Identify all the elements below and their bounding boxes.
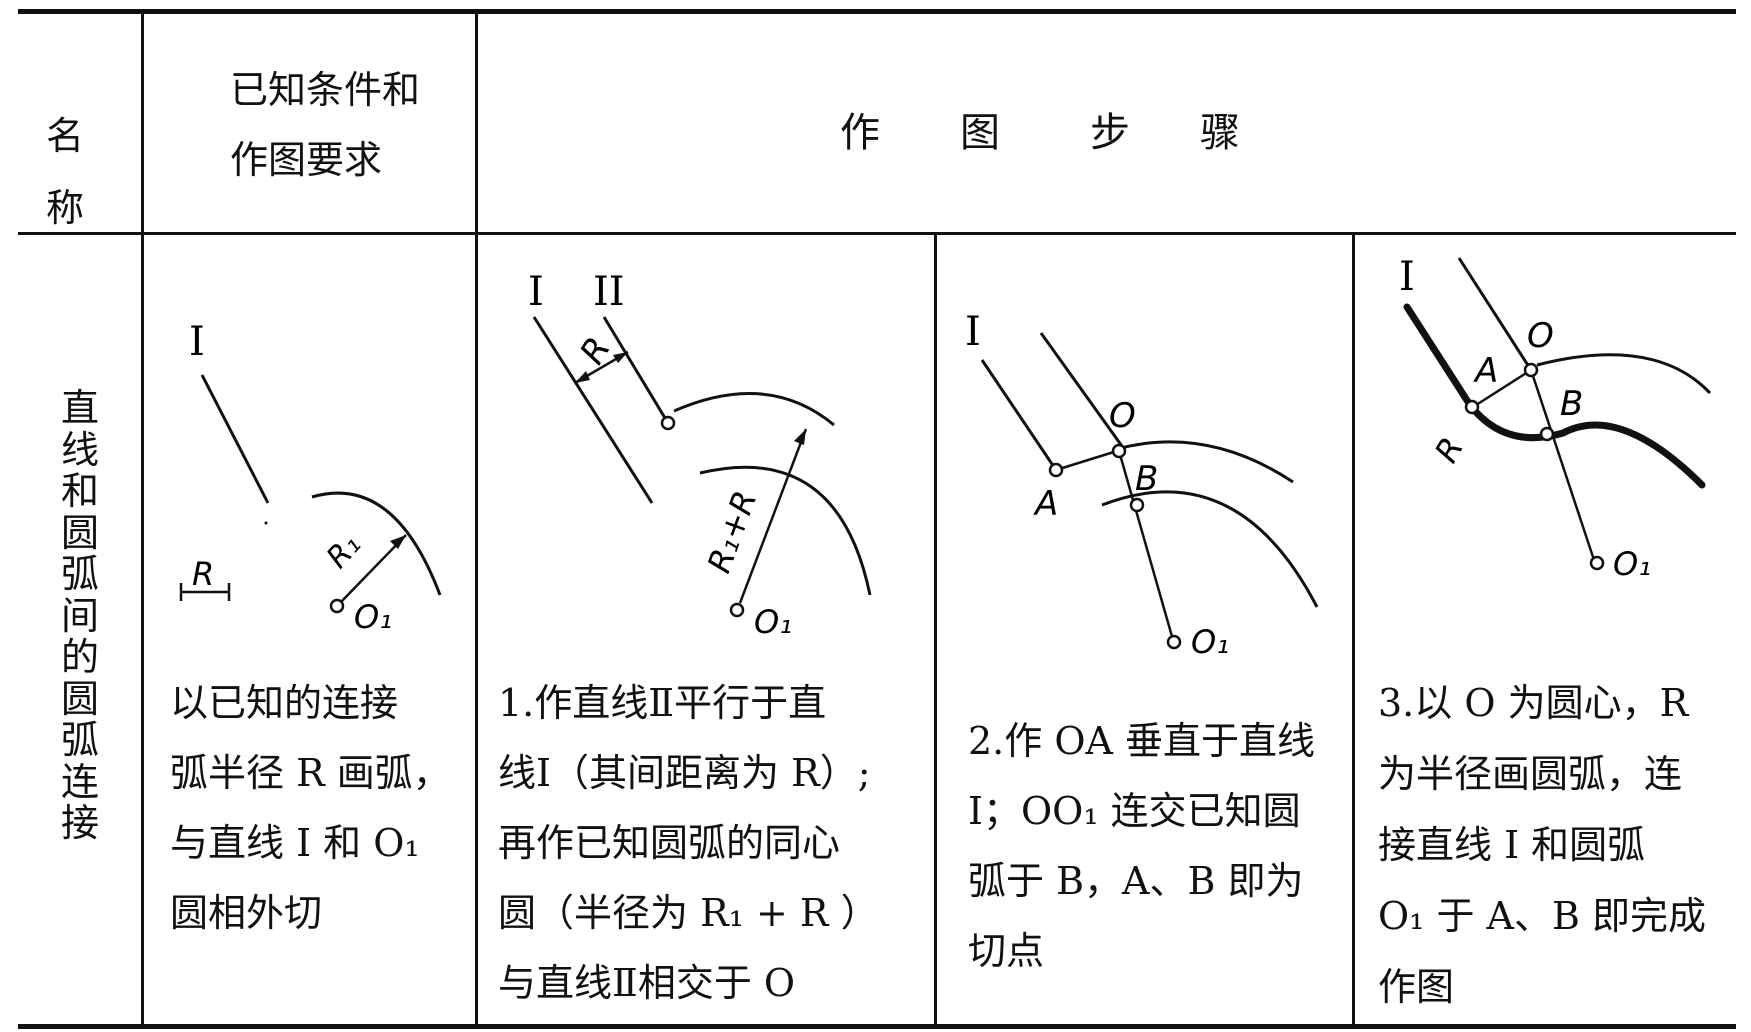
known-radius-line [339,534,407,604]
known-line [200,374,270,504]
table-bottom-rule [18,1024,1736,1029]
step2-point-b [1129,497,1145,513]
step2-text: 2.作 OA 垂直于直线 Ⅰ；OO₁ 连交已知圆 弧于 B，A、B 即为 切点 [968,719,1316,973]
step2-oo1-line [1117,450,1175,641]
known-line-label: I [189,319,205,365]
step3-point-b [1539,426,1555,442]
step3-point-o-label: O [1527,316,1554,356]
step2-point-b-label: B [1135,459,1158,499]
step1-radius-line [738,428,808,604]
step1-line-2 [602,316,670,424]
step3-connected-path [1403,303,1706,489]
step3-point-a [1464,399,1480,415]
step3-figure: I O A B R O₁ [1399,254,1712,583]
step1-offset-label: R [572,330,618,371]
step1-outer-arc [673,391,835,427]
step3-parallel-line [1457,257,1533,371]
step2-point-o [1111,443,1127,459]
header-steps-char-1: 作 [840,110,880,156]
step3-point-o [1523,362,1539,378]
step1-line2-label: II [593,269,625,315]
known-arc [311,491,442,596]
step3-outer-arc [1536,353,1712,395]
step3-point-b-label: B [1560,384,1583,424]
known-figure: I R₁ O₁ R [179,319,442,636]
step3-point-a-label: A [1473,351,1498,391]
step3-radius-label: R [1427,431,1471,469]
step1-inner-arc [699,465,872,596]
col-divider-4 [1352,233,1355,1026]
known-arc-radius-label: R₁ [320,528,368,576]
known-radius-label: R [192,555,214,593]
header-name: 名 称 [45,114,84,230]
known-conditions-text: 以已知的连接 弧半径 R 画弧， 与直线 I 和 O₁ 圆相外切 [170,681,451,935]
col-divider-3 [934,233,937,1026]
header-steps-char-4: 骤 [1200,110,1240,156]
step3-center-label: O₁ [1613,545,1651,583]
step1-center-label: O₁ [754,603,792,641]
header-bottom-rule [18,232,1736,235]
step2-figure: I O A B O₁ [965,309,1319,661]
step1-line-1 [532,316,654,504]
step2-point-a-label: A [1033,484,1058,524]
header-steps: 作 图 步 骤 [840,100,1240,156]
step2-outer-arc [1116,440,1294,484]
header-known-conditions: 已知条件和 作图要求 [230,68,421,182]
step2-center-point [1166,634,1182,650]
step1-center-point [729,602,745,618]
step2-center-label: O₁ [1191,623,1229,661]
header-steps-char-2: 图 [960,110,1000,156]
step3-line-label: I [1399,254,1415,300]
step3-radius-line [1472,368,1532,409]
step2-point-a [1048,462,1064,478]
col-divider-2 [475,12,478,1026]
known-center-label: O₁ [354,598,392,636]
step3-text: 3.以 O 为圆心，R 为半径画圆弧，连 接直线 I 和圆弧 O₁ 于 A、B … [1378,681,1706,1009]
step2-inner-arc [1101,490,1319,608]
known-center-point [329,598,345,614]
step2-oa-line [1055,449,1118,472]
row-name: 直 线 和 圆 弧 间 的 圆 弧 连 接 [60,386,99,845]
step2-point-o-label: O [1109,396,1136,436]
table-top-rule [18,9,1736,14]
step1-line1-label: I [528,269,544,315]
step3-center-point [1589,555,1605,571]
step1-figure: I II R R₁+R O₁ [528,269,872,641]
step1-point-o [660,415,676,431]
step3-oo1-line [1529,369,1597,564]
step2-parallel-line [1039,332,1126,450]
col-divider-1 [141,12,144,1026]
header-steps-char-3: 步 [1090,110,1130,156]
step2-line [980,359,1058,471]
step2-line-label: I [965,309,981,355]
step1-text: 1.作直线Ⅱ平行于直 线Ⅰ（其间距离为 R）; 再作已知圆弧的同心 圆（半径为 … [498,681,879,1005]
